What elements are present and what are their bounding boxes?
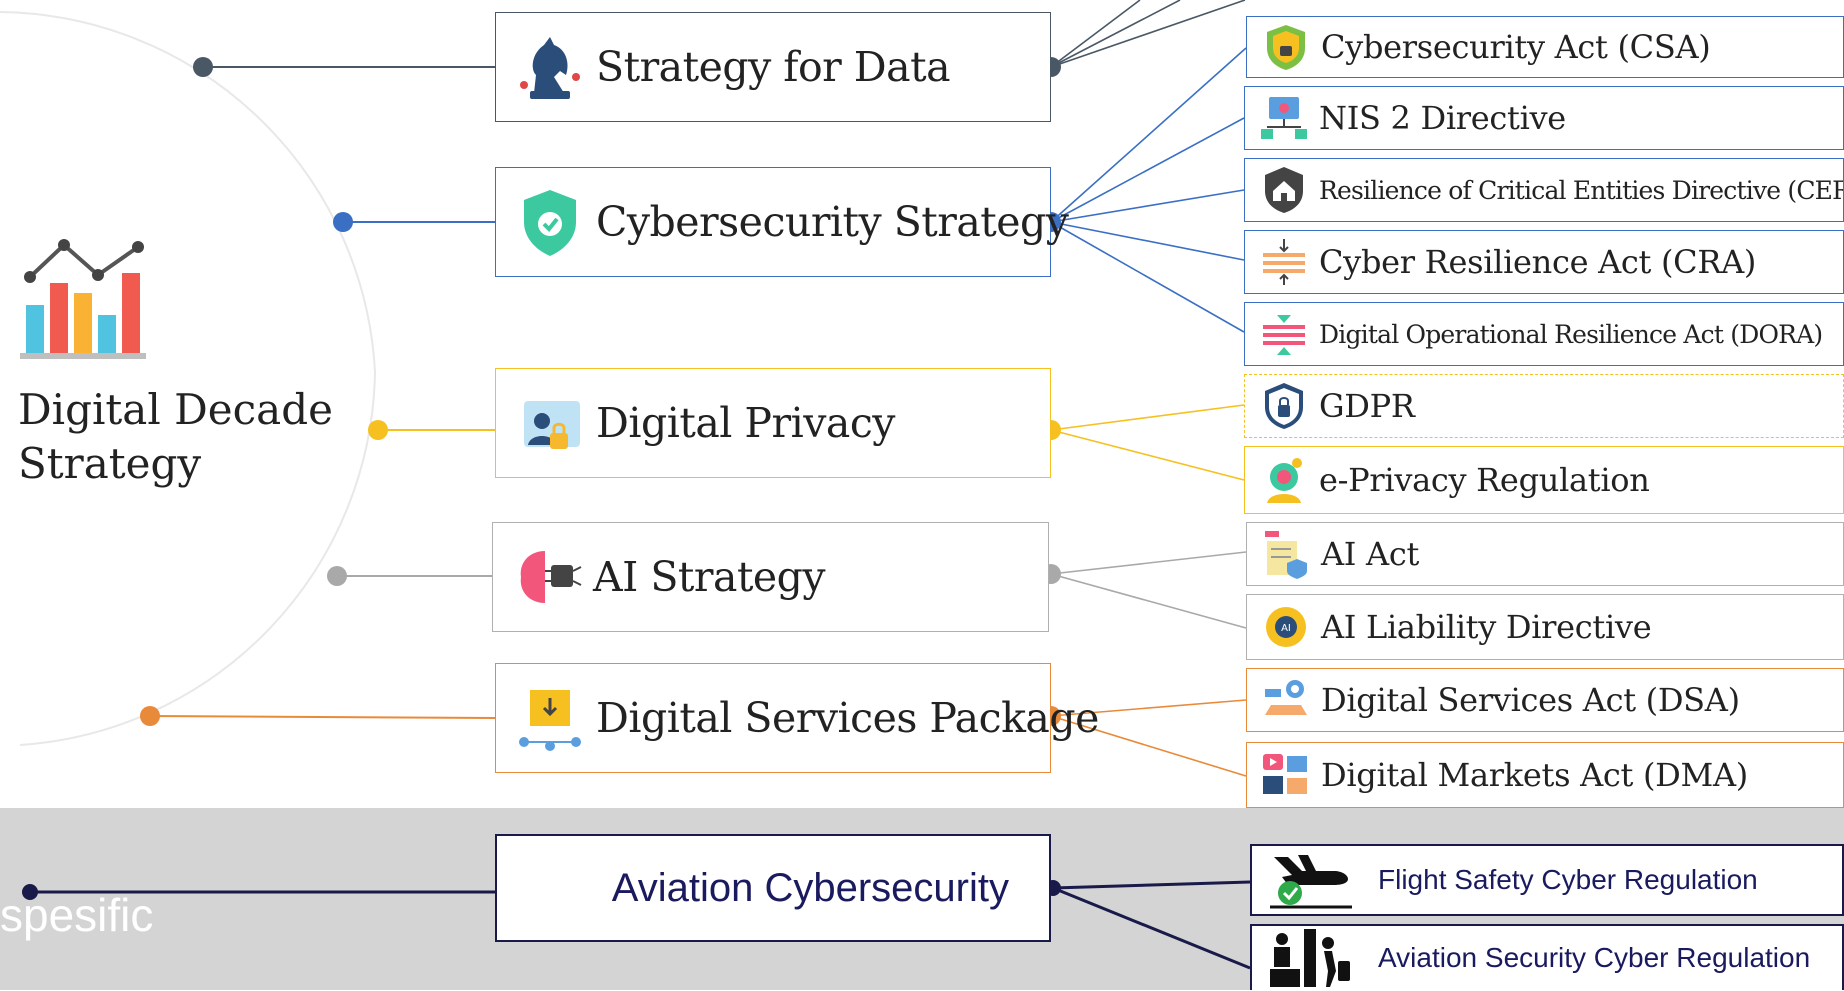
- network-monitor-icon: [1261, 97, 1307, 139]
- leaf-label: Digital Services Act (DSA): [1321, 681, 1740, 719]
- branch-strategy-for-data[interactable]: Strategy for Data: [495, 12, 1051, 122]
- root-title-line1: Digital Decade: [18, 385, 333, 434]
- download-package-icon: [519, 690, 581, 751]
- leaf-label: e-Privacy Regulation: [1319, 461, 1650, 499]
- leaf-ai-liability[interactable]: AI AI Liability Directive: [1246, 594, 1844, 660]
- compress-arrows-icon: [1263, 239, 1305, 285]
- root-dot-data: [193, 57, 213, 77]
- leaf-label: NIS 2 Directive: [1319, 99, 1566, 137]
- band-label: spesific: [0, 889, 154, 941]
- branch-label: Digital Privacy: [596, 399, 895, 447]
- leaf-label: AI Act: [1321, 535, 1420, 573]
- leaf-cer[interactable]: Resilience of Critical Entities Directiv…: [1244, 158, 1844, 222]
- markets-media-icon: [1263, 754, 1307, 794]
- brain-chip-icon: [520, 551, 582, 603]
- ai-head-icon: AI: [1266, 607, 1306, 647]
- airport-security-icon: [1270, 929, 1350, 987]
- airplane-check-icon: [1270, 855, 1352, 909]
- svg-text:AI: AI: [1281, 623, 1291, 634]
- branch-label: Strategy for Data: [596, 43, 951, 91]
- leaf-dora[interactable]: Digital Operational Resilience Act (DORA…: [1244, 302, 1844, 366]
- leaf-eprivacy[interactable]: e-Privacy Regulation: [1244, 446, 1844, 514]
- leaf-gdpr[interactable]: GDPR: [1244, 374, 1844, 438]
- avleaf-label: Flight Safety Cyber Regulation: [1378, 864, 1758, 895]
- leaf-label: Resilience of Critical Entities Directiv…: [1319, 175, 1844, 205]
- branch-label: AI Strategy: [593, 553, 826, 601]
- leaf-label: Cyber Resilience Act (CRA): [1319, 243, 1757, 281]
- leaf-cra[interactable]: Cyber Resilience Act (CRA): [1244, 230, 1844, 294]
- leaf-flight-safety[interactable]: Flight Safety Cyber Regulation: [1250, 844, 1844, 916]
- branch-label: Digital Services Package: [596, 694, 1099, 742]
- leaf-label: Cybersecurity Act (CSA): [1321, 28, 1711, 66]
- branch-ai-strategy[interactable]: AI Strategy: [492, 522, 1049, 632]
- avleaf-label: Aviation Security Cyber Regulation: [1378, 942, 1811, 973]
- bar-chart-icon: [20, 239, 146, 359]
- leaf-dsa[interactable]: Digital Services Act (DSA): [1246, 668, 1844, 732]
- leaf-label: Digital Operational Resilience Act (DORA…: [1319, 319, 1823, 349]
- branch-digital-services-package[interactable]: Digital Services Package: [495, 663, 1099, 773]
- leaf-label: Digital Markets Act (DMA): [1321, 756, 1748, 794]
- branch-aviation-cybersecurity[interactable]: Aviation Cybersecurity: [495, 834, 1051, 942]
- gdpr-shield-icon: [1265, 383, 1303, 429]
- leaf-label: AI Liability Directive: [1321, 608, 1652, 646]
- ai-document-icon: [1265, 531, 1307, 579]
- root-dot-cyber: [333, 212, 353, 232]
- root-title: Digital Decade Strategy: [18, 383, 338, 491]
- leaf-aviation-security[interactable]: Aviation Security Cyber Regulation: [1250, 924, 1844, 990]
- resilience-arrows-icon: [1263, 315, 1305, 355]
- branch-digital-privacy[interactable]: Digital Privacy: [495, 368, 1051, 478]
- root-dot-dsp: [140, 706, 160, 726]
- services-gear-icon: [1265, 680, 1307, 715]
- branch-cybersecurity-strategy[interactable]: Cybersecurity Strategy: [495, 167, 1069, 277]
- aviation-label: Aviation Cybersecurity: [611, 865, 1009, 910]
- privacy-lock-icon: [524, 401, 580, 449]
- shield-check-icon: [524, 190, 576, 256]
- chess-knight-icon: [520, 37, 580, 99]
- leaf-dma[interactable]: Digital Markets Act (DMA): [1246, 742, 1844, 808]
- leaf-csa[interactable]: Cybersecurity Act (CSA): [1246, 16, 1844, 78]
- root-title-line2: Strategy: [18, 439, 202, 488]
- leaf-ai-act[interactable]: AI Act: [1246, 522, 1844, 586]
- leaf-nis2[interactable]: NIS 2 Directive: [1244, 86, 1844, 150]
- branch-label: Cybersecurity Strategy: [596, 198, 1069, 246]
- root-dot-ai: [327, 566, 347, 586]
- root-dot-privacy: [368, 420, 388, 440]
- house-shield-icon: [1265, 167, 1303, 213]
- shield-lock-icon: [1267, 25, 1305, 70]
- leaf-label: GDPR: [1319, 387, 1415, 425]
- privacy-badge-icon: [1267, 458, 1302, 503]
